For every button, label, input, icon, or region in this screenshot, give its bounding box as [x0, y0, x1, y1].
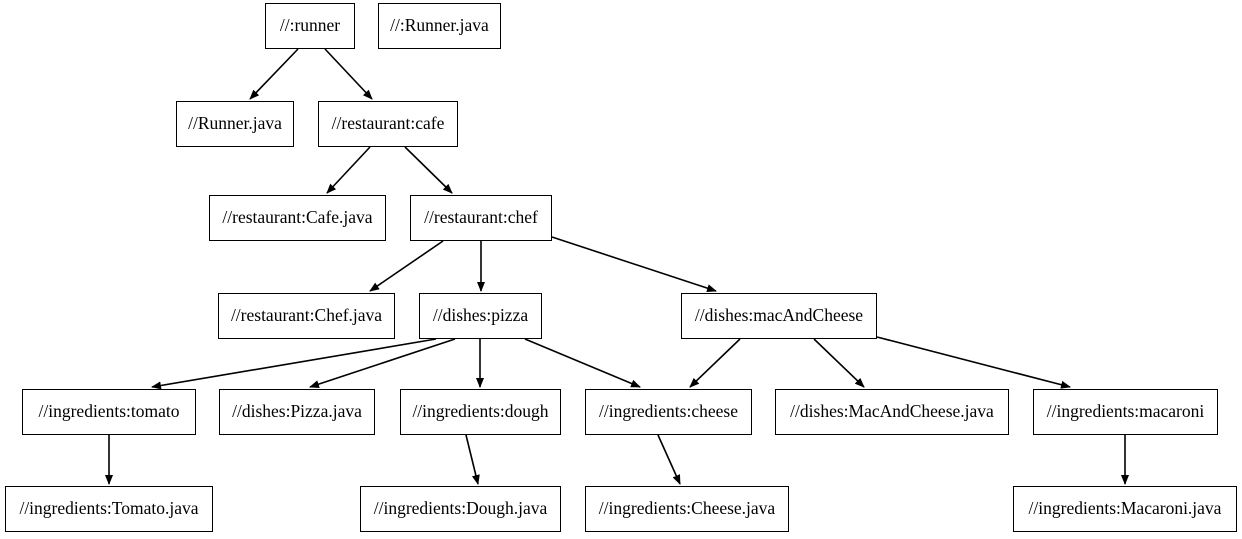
graph-node-label: //ingredients:dough — [412, 401, 549, 422]
graph-node-label: //dishes:MacAndCheese.java — [790, 401, 994, 422]
graph-node-label: //ingredients:cheese — [599, 401, 738, 422]
graph-node-ingredients_tomato_java[interactable]: //ingredients:Tomato.java — [5, 486, 213, 532]
graph-edge-restaurant_chef-to-restaurant_chef_java — [369, 240, 444, 292]
graph-edge-dishes_pizza-to-dishes_pizza_java — [309, 338, 456, 388]
graph-edge-restaurant_chef-to-dishes_macandcheese — [551, 236, 717, 292]
graph-node-label: //restaurant:Chef.java — [230, 305, 383, 326]
graph-node-label: //restaurant:Cafe.java — [222, 207, 373, 228]
graph-edge-runner_target-to-restaurant_cafe — [324, 48, 373, 100]
graph-node-ingredients_macaroni[interactable]: //ingredients:macaroni — [1033, 389, 1218, 435]
graph-node-label: //restaurant:cafe — [331, 113, 445, 134]
graph-node-ingredients_cheese_java[interactable]: //ingredients:Cheese.java — [585, 486, 789, 532]
graph-node-ingredients_tomato[interactable]: //ingredients:tomato — [22, 389, 196, 435]
graph-node-dishes_macandcheese[interactable]: //dishes:macAndCheese — [681, 293, 877, 339]
graph-node-label: //ingredients:Dough.java — [373, 498, 548, 519]
graph-edge-runner_target-to-runner_java — [249, 48, 299, 100]
graph-edge-dishes_pizza-to-ingredients_cheese — [524, 338, 641, 388]
graph-node-ingredients_dough_java[interactable]: //ingredients:Dough.java — [360, 486, 561, 532]
graph-node-label: //ingredients:Macaroni.java — [1028, 498, 1222, 519]
graph-edge-dishes_macandcheese-to-ingredients_cheese — [689, 338, 741, 388]
graph-edge-ingredients_dough-to-ingredients_dough_java — [465, 434, 480, 485]
graph-node-ingredients_dough[interactable]: //ingredients:dough — [400, 389, 561, 435]
graph-node-restaurant_cafe[interactable]: //restaurant:cafe — [318, 101, 458, 147]
graph-node-label: //:Runner.java — [390, 15, 489, 36]
graph-node-label: //ingredients:tomato — [38, 401, 180, 422]
graph-node-label: //Runner.java — [188, 113, 282, 134]
graph-edge-dishes_macandcheese-to-ingredients_macaroni — [876, 336, 1071, 389]
graph-edge-restaurant_cafe-to-restaurant_chef — [404, 146, 453, 194]
graph-edge-dishes_macandcheese-to-dishes_mac_java — [813, 338, 865, 388]
graph-node-label: //:runner — [279, 15, 341, 36]
graph-node-label: //restaurant:chef — [424, 207, 538, 228]
graph-node-label: //ingredients:Cheese.java — [598, 498, 776, 519]
graph-node-label: //ingredients:Tomato.java — [19, 498, 199, 519]
graph-node-label: //dishes:pizza — [432, 305, 529, 326]
graph-node-restaurant_cafe_java[interactable]: //restaurant:Cafe.java — [209, 195, 386, 241]
graph-edge-dishes_pizza-to-ingredients_tomato — [151, 338, 437, 390]
graph-node-label: //dishes:Pizza.java — [232, 401, 362, 422]
graph-node-dishes_pizza[interactable]: //dishes:pizza — [419, 293, 542, 339]
graph-node-label: //dishes:macAndCheese — [694, 305, 864, 326]
graph-node-dishes_mac_java[interactable]: //dishes:MacAndCheese.java — [775, 389, 1009, 435]
graph-node-runner_target[interactable]: //:runner — [265, 3, 355, 49]
graph-edge-restaurant_cafe-to-restaurant_cafe_java — [326, 146, 371, 194]
graph-node-root_runner_java[interactable]: //:Runner.java — [378, 3, 501, 49]
graph-node-runner_java[interactable]: //Runner.java — [176, 101, 294, 147]
graph-node-restaurant_chef[interactable]: //restaurant:chef — [410, 195, 552, 241]
graph-edge-ingredients_cheese-to-ingredients_cheese_java — [657, 434, 681, 485]
graph-node-label: //ingredients:macaroni — [1046, 401, 1205, 422]
graph-node-ingredients_cheese[interactable]: //ingredients:cheese — [585, 389, 752, 435]
graph-node-ingredients_macaroni_java[interactable]: //ingredients:Macaroni.java — [1013, 486, 1237, 532]
graph-node-restaurant_chef_java[interactable]: //restaurant:Chef.java — [218, 293, 395, 339]
graph-node-dishes_pizza_java[interactable]: //dishes:Pizza.java — [219, 389, 375, 435]
